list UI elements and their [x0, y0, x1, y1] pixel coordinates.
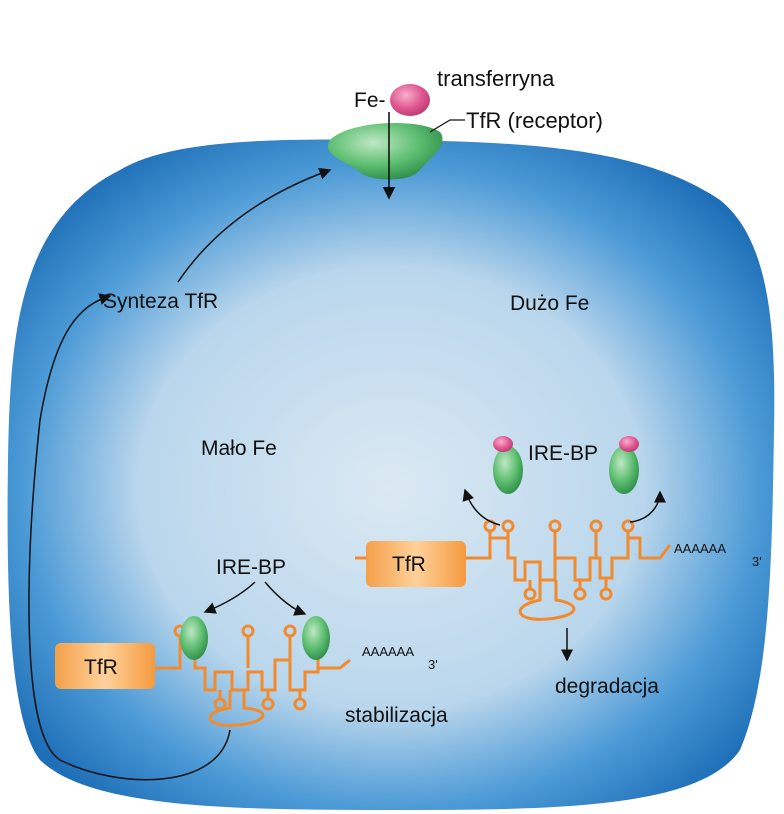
release-arrow-right — [629, 490, 666, 523]
fe-label: Fe- — [354, 89, 386, 112]
irebp-free-1 — [493, 446, 523, 494]
three-prime-label-right: 3' — [752, 554, 762, 569]
irebp-bound-1 — [180, 616, 208, 660]
fe-bound-1 — [493, 436, 513, 452]
recycle-arrow-lower — [28, 293, 231, 781]
receptor-leader-line — [429, 119, 465, 133]
release-arrow-left — [462, 488, 501, 526]
low-fe-label: Mało Fe — [201, 437, 277, 460]
fe-bound-2 — [619, 436, 639, 452]
tfr-gene-box-left — [55, 643, 155, 689]
tfr-gene-label-left: TfR — [84, 656, 118, 679]
tfr-receptor-shape — [327, 122, 443, 180]
synthesis-label: Synteza TfR — [103, 290, 218, 313]
tfr-receptor-label: TfR (receptor) — [466, 108, 603, 133]
transferrin-shape — [390, 84, 430, 116]
irebp-label-left: IRE-BP — [216, 556, 286, 579]
three-prime-label-left: 3' — [428, 657, 438, 672]
mrna-left — [55, 616, 351, 727]
tfr-gene-box-right — [366, 541, 466, 587]
irebp-free-2 — [609, 446, 639, 494]
irebp-bound-2 — [302, 616, 330, 660]
recycle-arrow-upper — [177, 167, 332, 283]
irebp-arrow-right — [264, 581, 307, 616]
high-fe-label: Dużo Fe — [510, 292, 589, 315]
degradation-label: degradacja — [555, 675, 659, 698]
irebp-arrow-left — [203, 581, 256, 614]
stabilization-label: stabilizacja — [345, 704, 448, 727]
irebp-label-right: IRE-BP — [528, 442, 598, 465]
transferrin-label: transferryna — [437, 66, 555, 91]
mrna-right — [355, 519, 672, 621]
tfr-gene-label-right: TfR — [392, 553, 426, 576]
polya-label-right: AAAAAA — [674, 541, 726, 556]
polya-label-left: AAAAAA — [362, 644, 414, 659]
